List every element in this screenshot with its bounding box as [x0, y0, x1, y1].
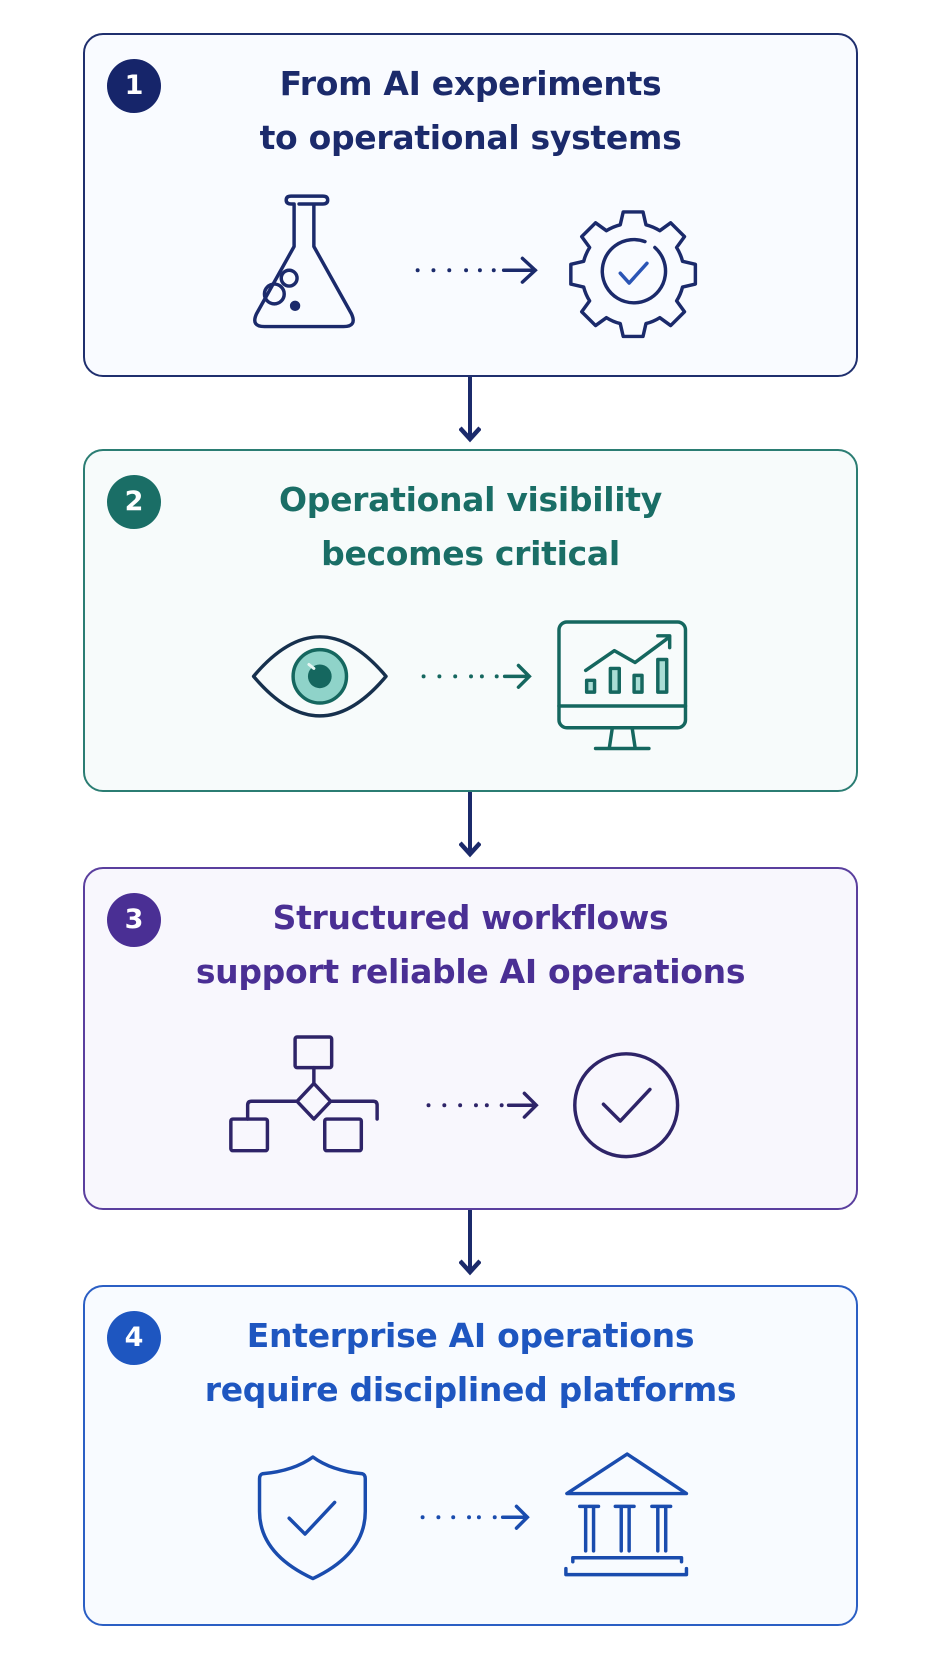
dotted-arrow-icon [420, 1504, 530, 1530]
check-circle-icon [573, 1052, 680, 1159]
step-title: Structured workflows support reliable AI… [85, 891, 856, 999]
step-title-line-1: Enterprise AI operations [246, 1316, 695, 1355]
step-title: Enterprise AI operations require discipl… [85, 1309, 856, 1417]
step-title: Operational visibility becomes critical [85, 473, 856, 581]
down-arrow-icon [458, 377, 482, 443]
step-number-badge: 4 [107, 1311, 161, 1365]
step-4-card: 4 Enterprise AI operations require disci… [83, 1285, 858, 1626]
workflow-icon [229, 1035, 379, 1153]
shield-check-icon [257, 1455, 368, 1581]
step-icons [251, 620, 688, 751]
institution-icon [564, 1452, 689, 1577]
monitor-chart-icon [557, 620, 688, 751]
step-number-badge: 1 [107, 59, 161, 113]
step-title-line-2: becomes critical [321, 534, 620, 573]
step-title-line-2: require disciplined platforms [204, 1370, 737, 1409]
step-1-card: 1 From AI experiments to operational sys… [83, 33, 858, 377]
step-2-card: 2 Operational visibility becomes critica… [83, 449, 858, 792]
flask-icon [253, 194, 355, 329]
step-title: From AI experiments to operational syste… [85, 57, 856, 165]
step-number-badge: 2 [107, 475, 161, 529]
step-title-line-1: From AI experiments [279, 64, 662, 103]
dotted-arrow-icon [421, 663, 532, 689]
eye-icon [251, 635, 388, 718]
step-icons [257, 1452, 689, 1581]
down-arrow-icon [458, 1210, 482, 1276]
step-3-card: 3 Structured workflows support reliable … [83, 867, 858, 1210]
connector-arrow-2-3 [458, 792, 482, 867]
dotted-arrow-icon [426, 1091, 539, 1119]
step-number-badge: 3 [107, 893, 161, 947]
gear-check-icon [569, 210, 698, 339]
step-title-line-2: support reliable AI operations [195, 952, 746, 991]
step-title-line-2: to operational systems [259, 118, 682, 157]
step-title-line-1: Structured workflows [272, 898, 669, 937]
step-icons [253, 194, 698, 339]
connector-arrow-1-2 [458, 377, 482, 449]
step-icons [229, 1035, 680, 1159]
step-title-line-1: Operational visibility [279, 480, 662, 519]
dotted-arrow-icon [415, 256, 538, 284]
connector-arrow-3-4 [458, 1210, 482, 1285]
down-arrow-icon [458, 792, 482, 858]
